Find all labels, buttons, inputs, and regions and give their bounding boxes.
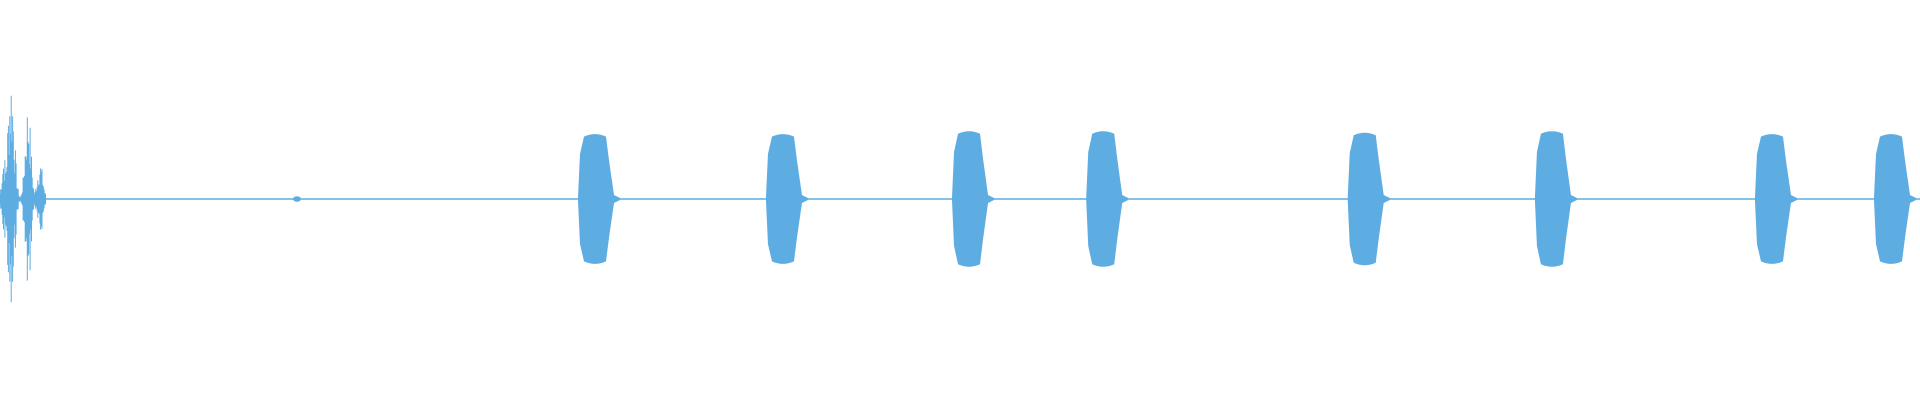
waveform-burst	[1534, 131, 1577, 267]
waveform-burst	[578, 134, 621, 264]
waveform-bursts	[578, 131, 1917, 267]
waveform-burst	[765, 134, 808, 264]
waveform-burst	[1754, 134, 1797, 264]
opening-burst-transient	[0, 95, 46, 303]
waveform-noise-blip	[293, 196, 301, 202]
waveform-burst	[1874, 134, 1917, 264]
waveform-burst	[1347, 132, 1390, 266]
waveform-burst	[952, 131, 995, 267]
waveform-noise-blips	[293, 196, 301, 202]
waveform-burst	[1086, 131, 1129, 267]
